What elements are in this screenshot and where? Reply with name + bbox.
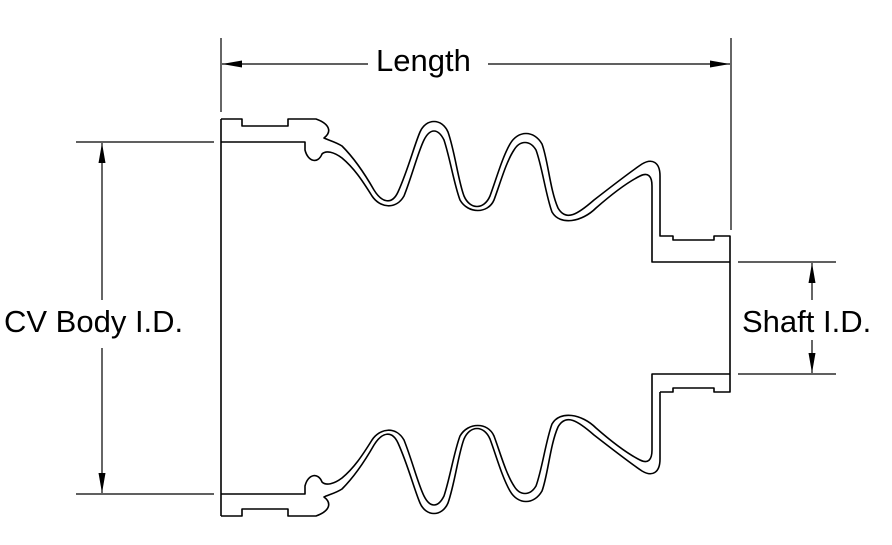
cv-body-id-label: CV Body I.D.	[4, 304, 184, 339]
length-label: Length	[372, 45, 475, 76]
boot-top-inner-profile	[221, 130, 730, 263]
boot-outline	[220, 118, 731, 517]
shaft-id-label: Shaft I.D.	[742, 304, 872, 339]
boot-bottom-outer-profile	[221, 392, 661, 517]
shaft-id-dimension	[738, 261, 836, 375]
cv-body-id-dimension	[76, 141, 214, 495]
boot-bottom-inner-profile	[221, 373, 730, 506]
length-dimension	[220, 38, 732, 230]
boot-top-outer-profile	[221, 118, 731, 393]
